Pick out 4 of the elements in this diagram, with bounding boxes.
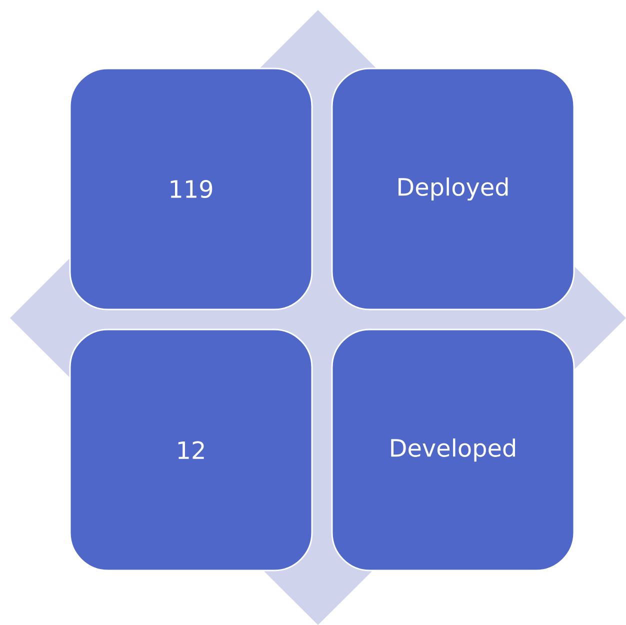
rounded-box: Developed [331,328,575,572]
rounded-box: Deployed [331,68,575,310]
rounded-box: 12 [69,328,313,572]
rounded-box: 119 [69,68,313,310]
